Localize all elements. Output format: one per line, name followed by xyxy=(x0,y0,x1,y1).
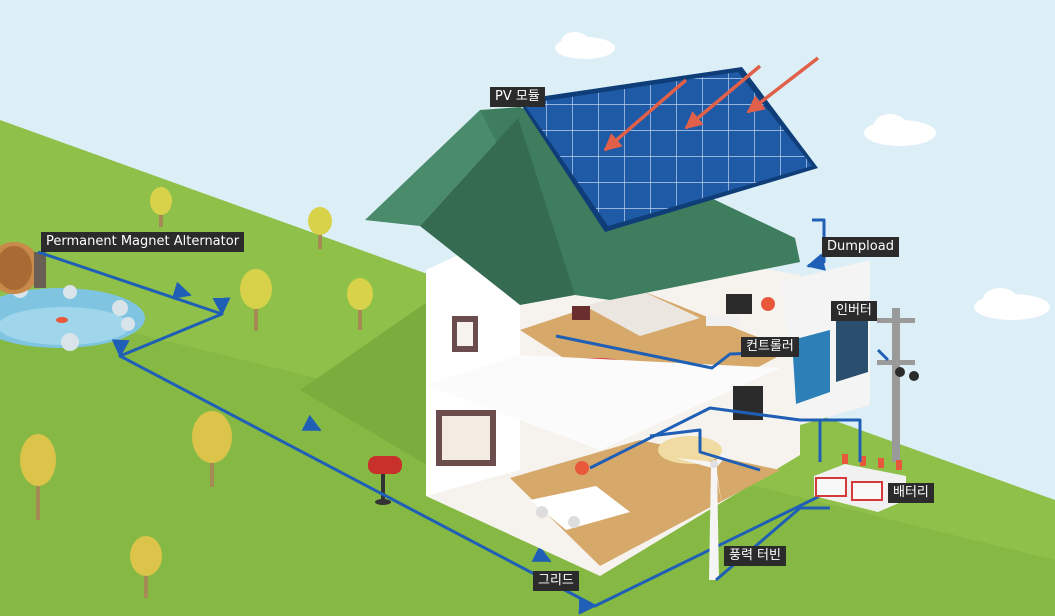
battery-bank xyxy=(814,454,906,512)
utility-pole xyxy=(877,308,919,462)
inverter-label: 인버터 xyxy=(831,301,877,321)
controller-label: 컨트롤러 xyxy=(741,337,799,357)
sun-rays xyxy=(603,56,820,152)
alternator-wheel xyxy=(0,242,46,294)
dumpload-label: Dumpload xyxy=(822,237,899,257)
pv-module-label: PV 모듈 xyxy=(490,87,545,107)
wire-alternator xyxy=(37,250,821,615)
solar-panel xyxy=(518,67,818,232)
clouds xyxy=(555,32,1050,320)
grid-label: 그리드 xyxy=(533,571,579,591)
battery-label: 배터리 xyxy=(888,483,934,503)
alternator-label: Permanent Magnet Alternator xyxy=(41,232,245,252)
wind-turbine-label: 풍력 터빈 xyxy=(724,546,786,566)
wind-turbine xyxy=(676,438,742,580)
